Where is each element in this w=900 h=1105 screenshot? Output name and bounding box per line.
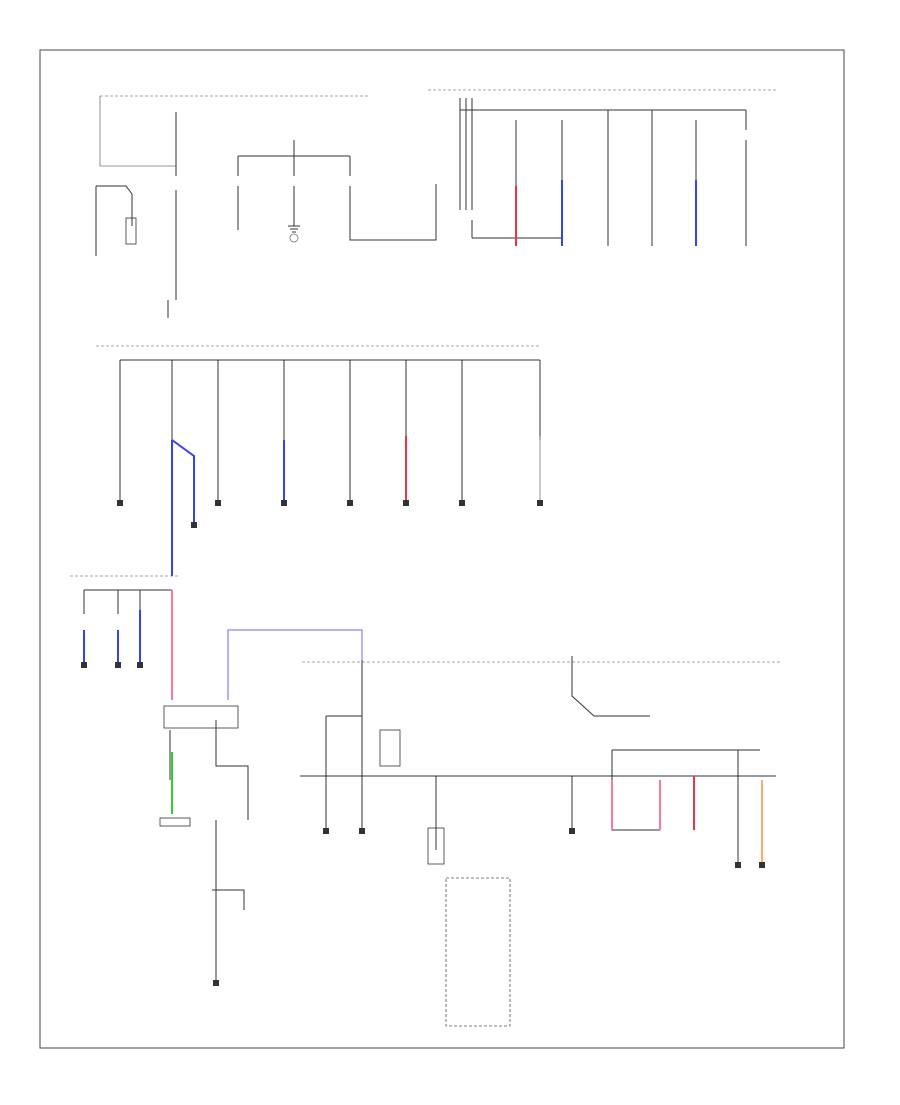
top-right-fuse-block xyxy=(428,89,778,246)
diagram-border xyxy=(39,49,845,1049)
left-lower-branch xyxy=(70,575,180,700)
middle-fuse-row xyxy=(96,345,543,576)
bottom-bus xyxy=(300,656,780,1027)
relay-block xyxy=(159,629,363,986)
top-left-fuse-block xyxy=(95,95,437,318)
